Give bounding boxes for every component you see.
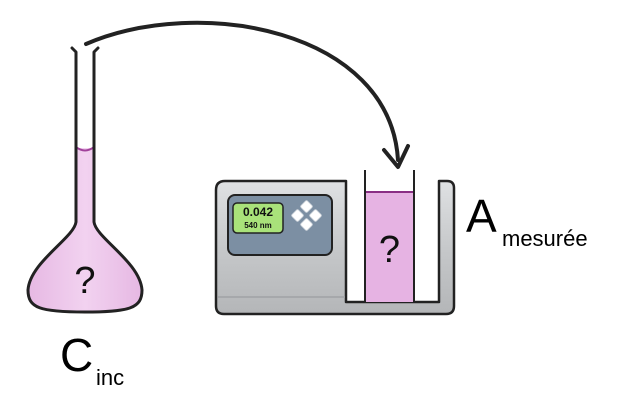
wavelength-readout: 540 nm [244,221,272,230]
absorbance-label: A mesurée [466,190,588,251]
cuvette-solution [365,192,414,302]
concentration-subscript: inc [96,365,124,390]
keypad-down-button[interactable] [300,218,313,231]
absorbance-subscript: mesurée [502,226,588,251]
keypad-up-button[interactable] [300,200,313,213]
cuvette-unknown-mark: ? [379,229,400,271]
absorbance-readout: 0.042 [243,205,273,219]
transfer-arrow [84,20,410,169]
flask-unknown-mark: ? [74,260,95,302]
absorbance-symbol: A [466,190,497,242]
lcd-display [232,202,284,234]
volumetric-flask: ? [26,46,144,314]
flask-outline [26,46,144,314]
flask-meniscus [75,146,95,152]
keypad-right-button[interactable] [309,209,322,222]
cuvette: ? [364,170,415,302]
keypad-left-button[interactable] [291,209,304,222]
spectrophotometer: 0.042 540 nm ? [214,170,456,316]
cuvette-walls [364,170,415,302]
flask-solution [28,148,142,312]
direction-keypad[interactable] [291,200,322,231]
concentration-symbol: C [60,329,93,381]
concentration-label: C inc [60,329,124,390]
